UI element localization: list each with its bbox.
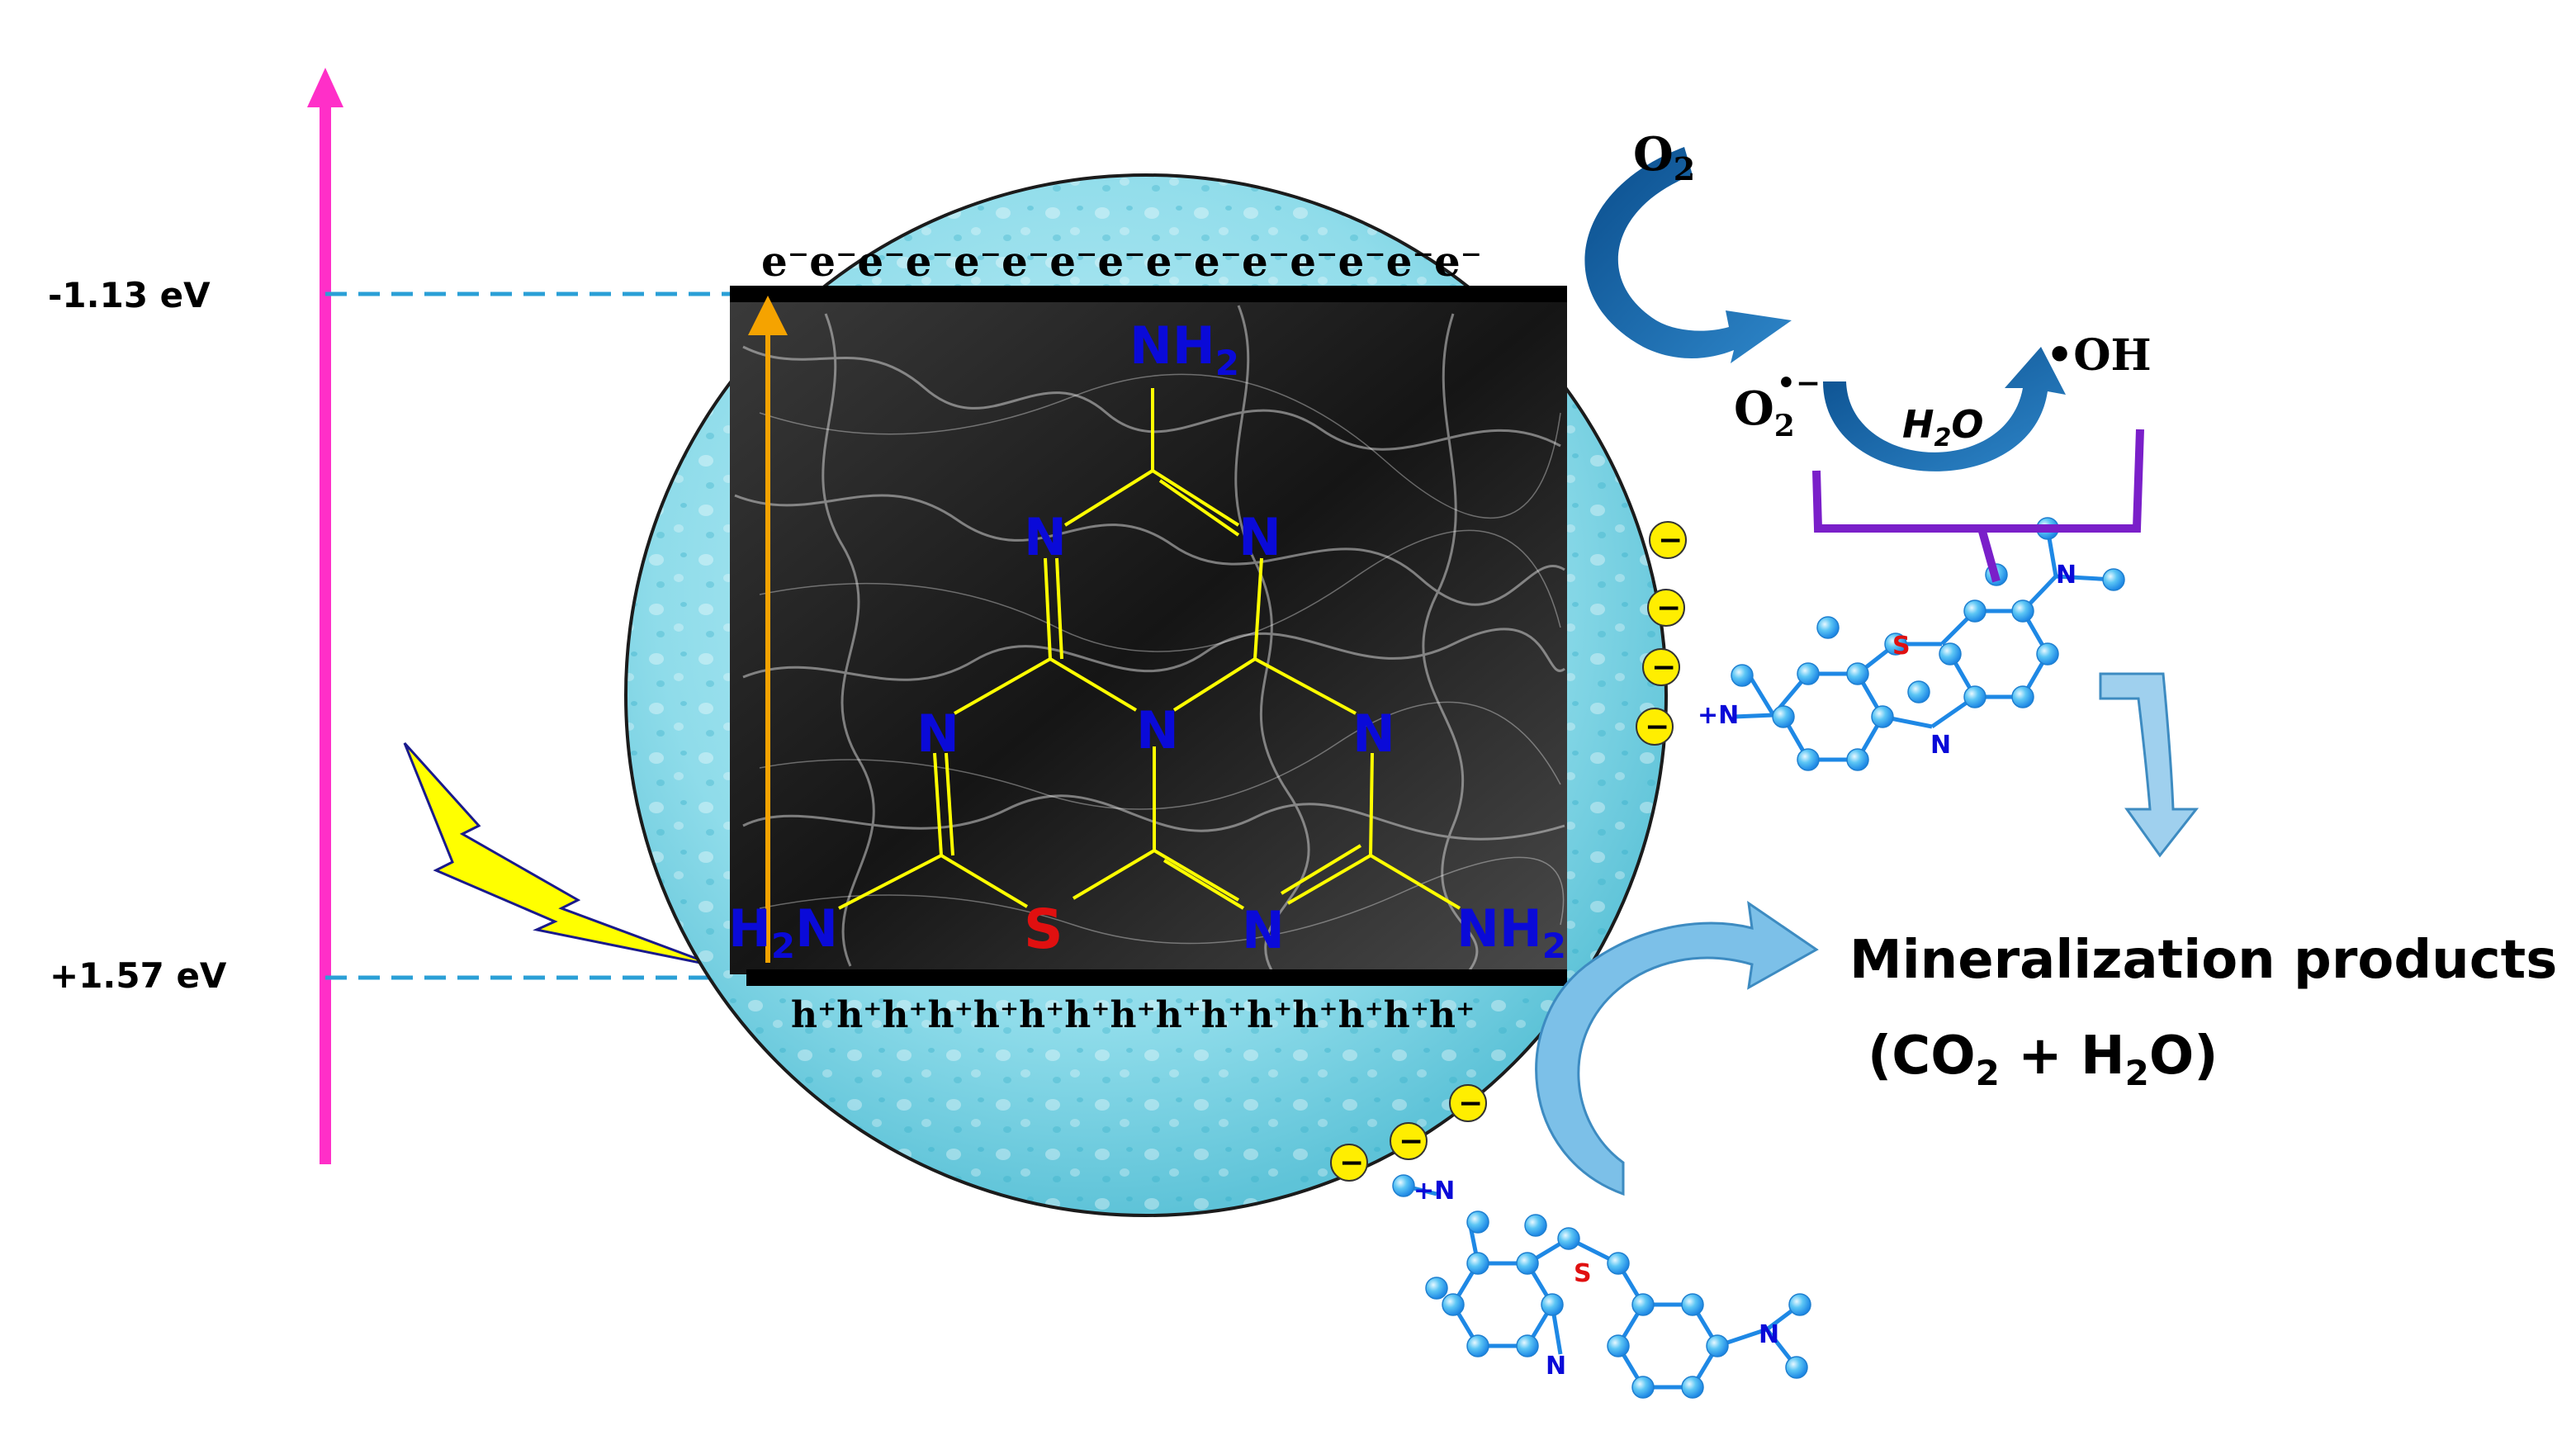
svg-text:N: N [1136,700,1179,760]
svg-text:+N: +N [1698,701,1739,730]
svg-text:−: − [1656,591,1681,625]
svg-text:N: N [1930,731,1951,760]
energy-axis [307,68,343,1164]
svg-text:NH2: NH2 [1129,315,1239,383]
vb-energy-label: +1.57 eV [50,955,227,996]
svg-text:H2N: H2N [728,898,838,966]
svg-text:−: − [1658,524,1683,557]
svg-text:S: S [1574,1259,1592,1288]
water-arrow-icon [1823,347,2066,471]
dye-molecule-lower: +N S N N [1392,1174,1811,1399]
heptazine-bonds [838,388,1461,910]
svg-text:NH2: NH2 [1456,898,1566,966]
lower-curved-arrow-icon [1535,900,1819,1196]
svg-text:−: − [1339,1146,1364,1180]
svg-text:S: S [1024,898,1063,961]
o2-label: O2 [1633,127,1695,187]
svg-text:N: N [1352,704,1395,764]
svg-text:N: N [1238,507,1281,567]
products-formula: (CO2 + H2O) [1868,1026,2218,1093]
svg-text:N: N [1546,1352,1566,1381]
svg-text:N: N [2056,561,2076,590]
hydroxyl-label: •OH [2046,330,2152,381]
sem-image [730,286,1567,986]
svg-text:N: N [1242,900,1285,960]
svg-text:−: − [1645,710,1669,744]
water-label: H2O [1902,402,1983,452]
superoxide-label: O2•− [1734,366,1821,443]
svg-text:S: S [1892,632,1911,661]
svg-text:N: N [916,704,959,764]
svg-text:−: − [1651,651,1676,685]
electron-row: e⁻e⁻e⁻e⁻e⁻e⁻e⁻e⁻e⁻e⁻e⁻e⁻e⁻e⁻e⁻ [761,237,1482,286]
bracket [1812,429,2144,583]
svg-text:N: N [1759,1320,1779,1349]
svg-text:−: − [1458,1087,1483,1120]
heptazine-atoms: NH2 N N N N N H2N S N NH2 [728,315,1566,966]
curved-arrow-icon [1584,147,1792,363]
hole-row: h⁺h⁺h⁺h⁺h⁺h⁺h⁺h⁺h⁺h⁺h⁺h⁺h⁺h⁺h⁺ [791,994,1475,1036]
svg-text:+N: +N [1413,1177,1455,1206]
svg-text:−: − [1399,1125,1423,1158]
svg-text:N: N [1024,507,1067,567]
down-arrow-icon [2099,672,2200,858]
minus-badges-upper: − − − − [1636,521,1687,746]
dye-molecule-upper: S N +N N [1698,517,2125,771]
products-title: Mineralization products [1849,930,2557,991]
cb-energy-label: -1.13 eV [48,275,211,315]
minus-badges-lower: − − − [1330,1084,1487,1182]
